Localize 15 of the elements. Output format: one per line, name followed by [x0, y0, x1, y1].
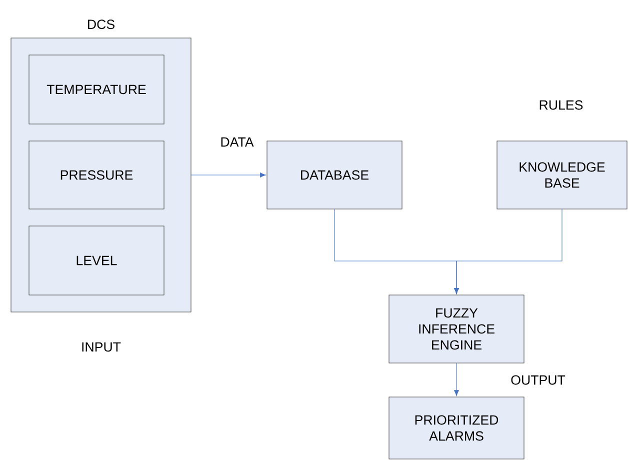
process-box: KNOWLEDGE BASE	[496, 140, 628, 210]
edge-label: OUTPUT	[509, 374, 567, 386]
process-box: TEMPERATURE	[28, 54, 164, 124]
arrow	[454, 209, 562, 294]
node-label: DCS	[88, 20, 114, 30]
process-box: PRESSURE	[28, 140, 164, 210]
arrow	[191, 172, 266, 178]
process-box: DATABASE	[266, 140, 402, 210]
edge-label: DATA	[218, 136, 256, 148]
arrow	[454, 363, 459, 396]
process-box: FUZZY INFERENCE ENGINE	[388, 294, 524, 364]
text-label: RULES	[540, 100, 583, 110]
text-label: INPUT	[82, 342, 121, 352]
process-box: LEVEL	[28, 226, 164, 296]
process-box: PRIORITIZED ALARMS	[388, 396, 524, 460]
